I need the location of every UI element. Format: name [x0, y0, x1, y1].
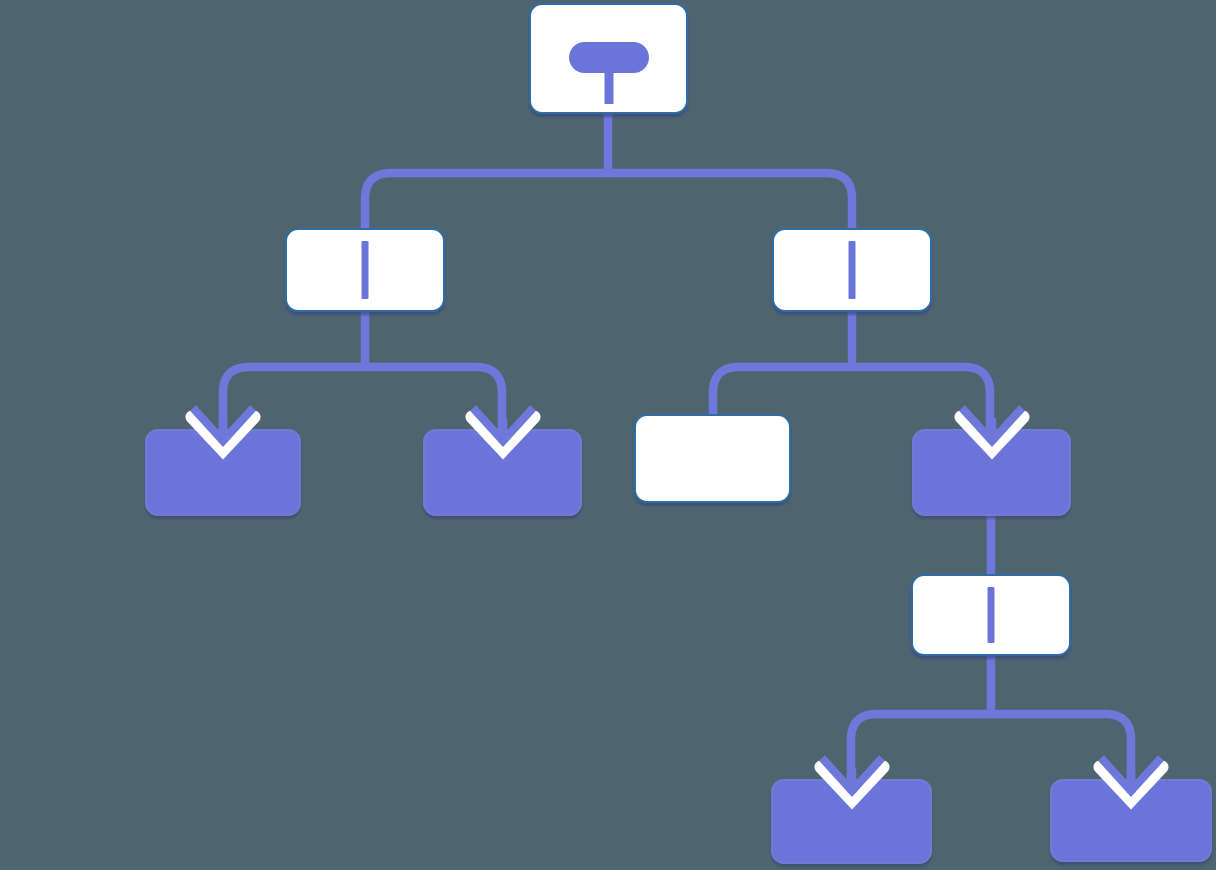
edge-left-branch-bar	[218, 362, 507, 432]
arrow-purple-chevron	[470, 405, 536, 447]
arrow-down-icon	[1093, 755, 1169, 810]
arrow-down-icon	[814, 755, 890, 810]
connector-layer	[218, 95, 1136, 782]
root-pill-stem	[604, 70, 614, 104]
arrow-purple-chevron	[190, 405, 256, 447]
arrow-white-chevron	[954, 410, 1030, 460]
edge-level1-bar	[360, 168, 857, 265]
pass-through-line-icon	[987, 587, 995, 643]
edge-bottom-branch-bar	[846, 709, 1136, 782]
arrow-down-icon	[185, 405, 261, 460]
arrow-purple-chevron	[959, 405, 1025, 447]
arrow-down-icon	[465, 405, 541, 460]
node-layer	[145, 3, 1212, 864]
arrow-white-chevron	[465, 410, 541, 460]
root-pill-shape	[569, 42, 649, 73]
arrow-down-icon	[954, 405, 1030, 460]
arrow-white-chevron	[814, 760, 890, 810]
arrow-purple-chevron	[1098, 755, 1164, 797]
edge-right-branch-bar	[708, 362, 995, 432]
pass-through-line-icon	[848, 241, 856, 299]
arrow-white-chevron	[1093, 760, 1169, 810]
arrow-white-chevron	[185, 410, 261, 460]
root-pill-icon	[569, 42, 649, 104]
pass-through-line-icon	[361, 241, 369, 299]
tree-node-plain[interactable]	[634, 414, 791, 503]
arrow-purple-chevron	[819, 755, 885, 797]
icon-layer	[185, 42, 1169, 810]
